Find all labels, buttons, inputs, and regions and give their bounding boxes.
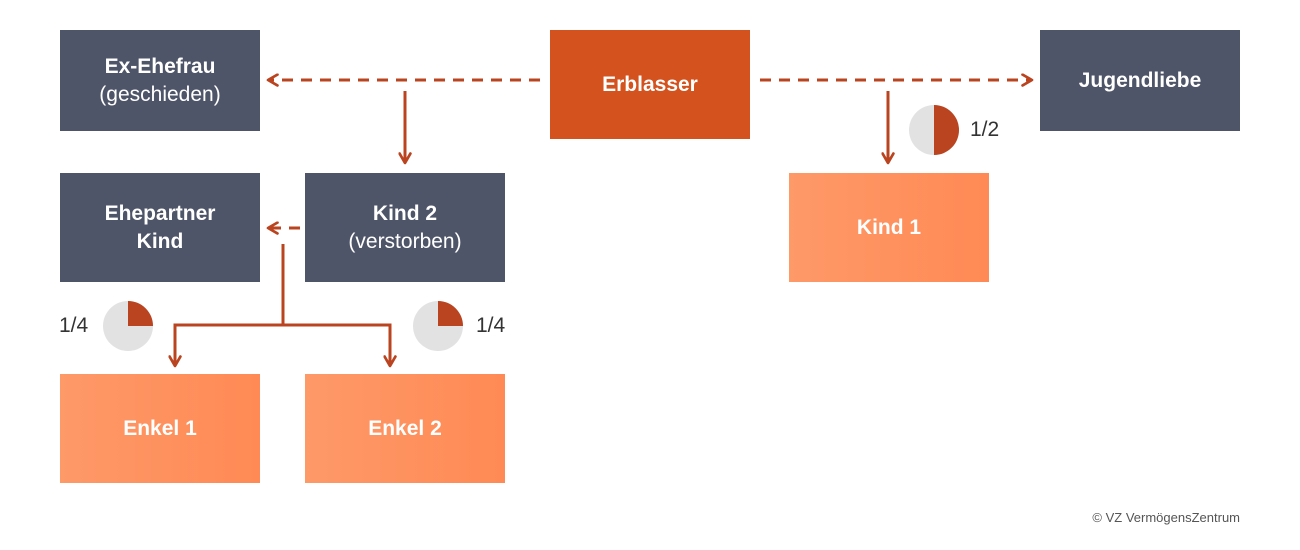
arrow-enkel2	[283, 323, 397, 368]
copyright-notice: © VZ VermögensZentrum	[1092, 510, 1240, 525]
node-subtitle: Kind	[136, 229, 184, 253]
node-kind-1: Kind 1	[789, 173, 989, 282]
arrow-enkel1	[168, 323, 283, 368]
node-title: Enkel 2	[368, 416, 442, 440]
node-erblasser: Erblasser	[550, 30, 750, 139]
share-label-enkel1: 1/4	[59, 314, 89, 337]
node-title: Erblasser	[602, 72, 698, 96]
node-title: Jugendliebe	[1078, 68, 1202, 92]
pie-slice	[128, 301, 153, 326]
pie-slice	[438, 301, 463, 326]
node-enkel-1: Enkel 1	[60, 374, 260, 483]
node-title: Ex-Ehefrau	[104, 54, 216, 78]
node-kind-2: Kind 2 (verstorben)	[305, 173, 505, 282]
node-title: Ehepartner	[104, 201, 216, 225]
node-title: Kind 1	[856, 215, 922, 239]
share-label-enkel2: 1/4	[476, 314, 506, 337]
node-jugendliebe: Jugendliebe	[1040, 30, 1240, 131]
node-title: Enkel 1	[123, 416, 197, 440]
node-ehepartner-kind: Ehepartner Kind	[60, 173, 260, 282]
node-enkel-2: Enkel 2	[305, 374, 505, 483]
share-label-kind1: 1/2	[970, 118, 1000, 141]
share-pie-enkel2	[413, 301, 463, 351]
share-pie-enkel1	[103, 301, 153, 351]
node-subtitle: (geschieden)	[99, 82, 221, 106]
node-ex-ehefrau: Ex-Ehefrau (geschieden)	[60, 30, 260, 131]
node-title: Kind 2	[372, 201, 438, 225]
share-pie-kind1	[909, 105, 959, 155]
pie-slice	[934, 105, 959, 155]
node-subtitle: (verstorben)	[348, 229, 462, 253]
